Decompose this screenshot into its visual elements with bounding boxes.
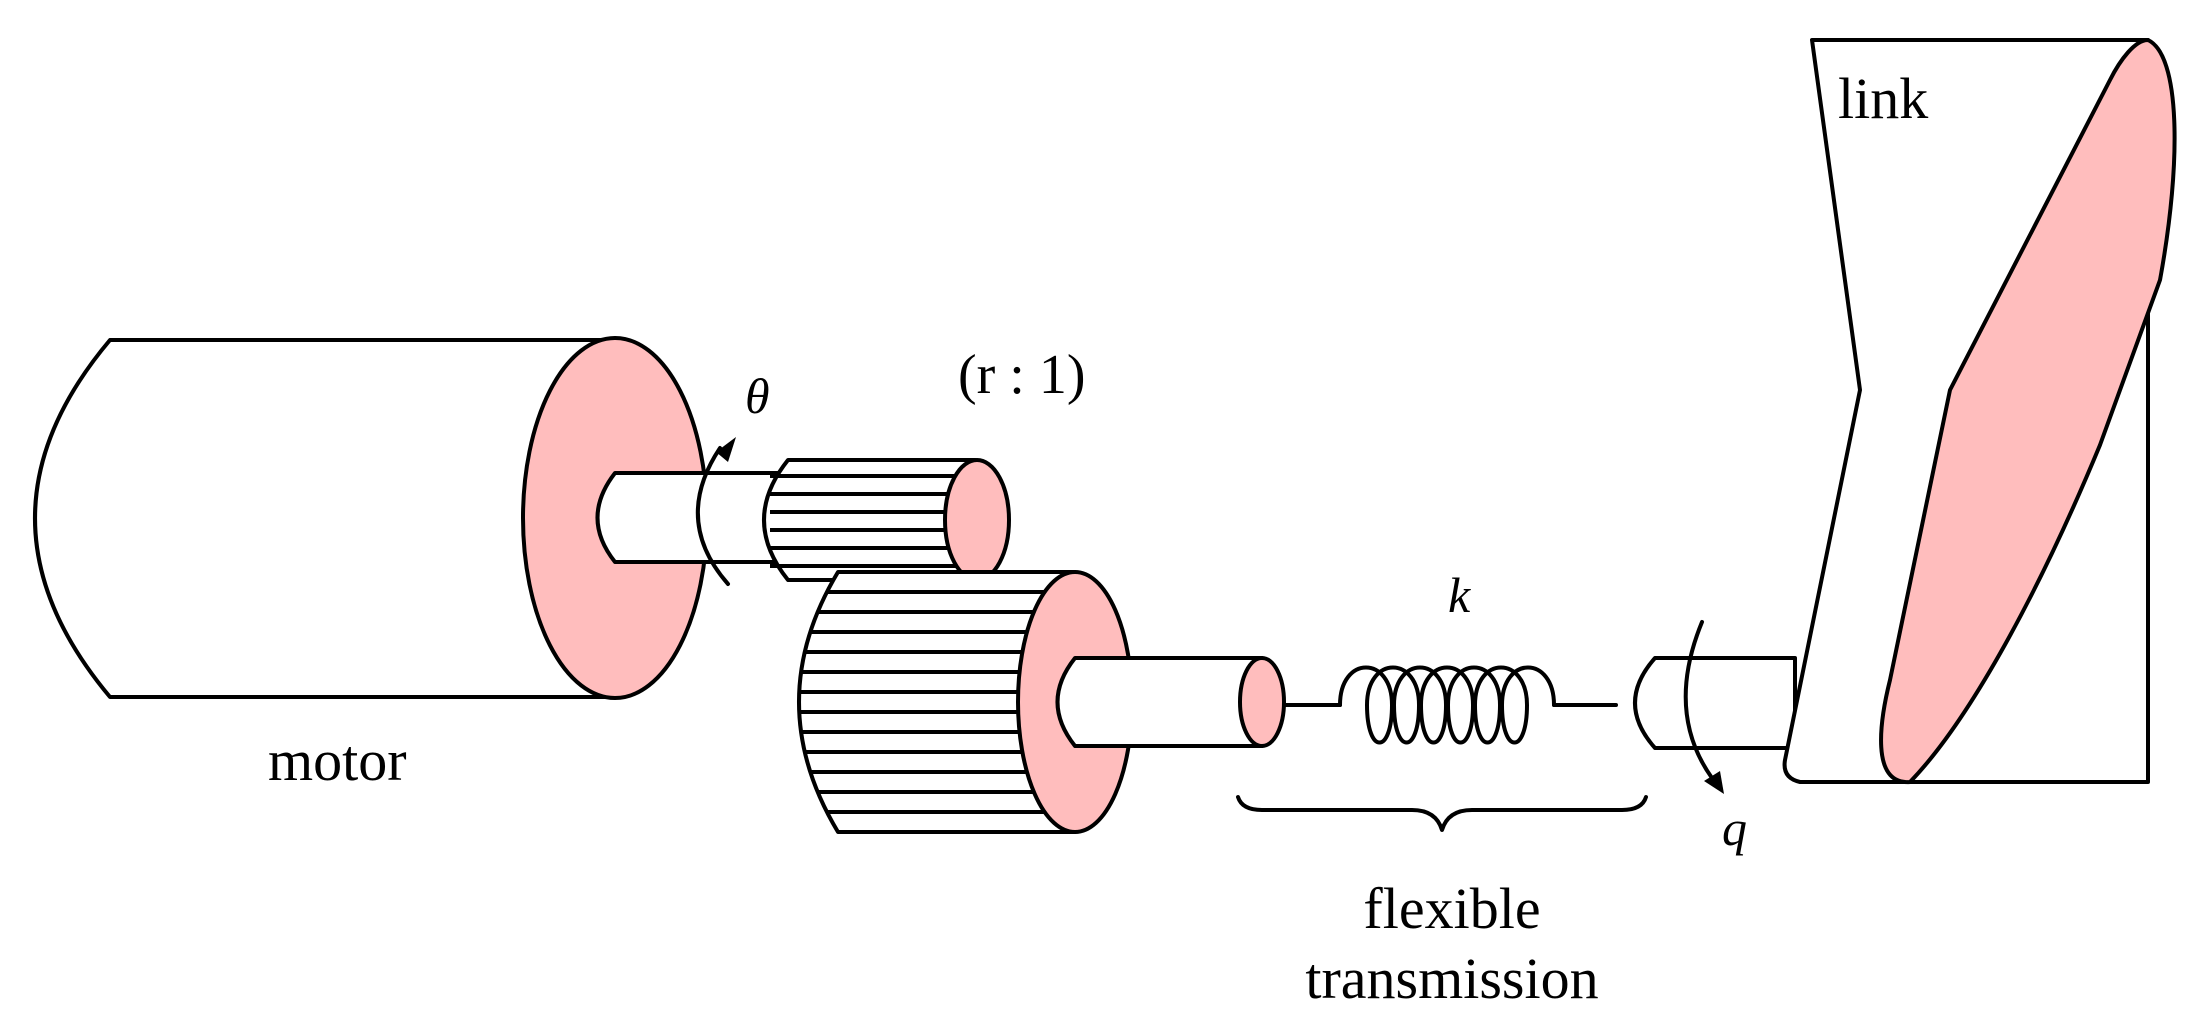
gear-ratio-label: (r : 1) xyxy=(958,344,1086,406)
motor-shaft xyxy=(595,471,782,564)
pinion-face xyxy=(943,458,1011,582)
pinion-gear xyxy=(762,458,1011,582)
output-shaft xyxy=(1055,656,1286,748)
spring xyxy=(1282,665,1618,745)
transmission-brace xyxy=(1236,795,1648,832)
q-rotation-arrow xyxy=(1683,620,1724,794)
link-face xyxy=(1879,38,2177,785)
theta-rotation-arrow xyxy=(695,437,736,586)
transmission-label: transmission xyxy=(1305,946,1598,1011)
flexible-label: flexible xyxy=(1363,876,1540,941)
q-label: q xyxy=(1722,800,1747,856)
link-shaft xyxy=(1633,656,1797,750)
theta-label: θ xyxy=(745,368,770,424)
link-label: link xyxy=(1838,66,1928,131)
motor-label: motor xyxy=(268,728,407,793)
motor-body xyxy=(33,338,617,699)
output-shaft-face xyxy=(1238,656,1286,748)
arrowhead-icon xyxy=(1704,771,1724,794)
motor xyxy=(33,336,709,700)
arrowhead-icon xyxy=(716,437,736,462)
link xyxy=(1782,38,2177,785)
stiffness-label: k xyxy=(1448,567,1471,623)
